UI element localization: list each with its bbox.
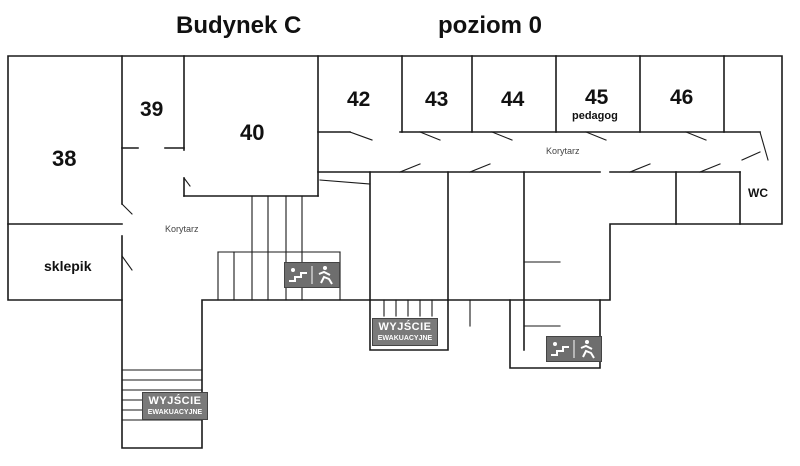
room-45-label: 45 — [585, 86, 609, 109]
level-title: poziom 0 — [438, 12, 543, 39]
wc-label: WC — [748, 186, 768, 200]
room-40-label: 40 — [240, 120, 265, 145]
room-39-label: 39 — [140, 98, 164, 121]
room-43-label: 43 — [425, 88, 449, 111]
corridor-label-east: Korytarz — [546, 146, 580, 156]
room-44-label: 44 — [501, 88, 525, 111]
exit-sign-bottom-left: WYJŚCIE EWAKUACYJNE — [142, 392, 208, 420]
stairs-running-person-icon — [551, 340, 595, 359]
room-38-label: 38 — [52, 146, 77, 171]
stairs-running-person-icon — [289, 266, 333, 285]
exit-sign-center: WYJŚCIE EWAKUACYJNE — [372, 318, 438, 346]
outer-wall — [7, 55, 783, 449]
room-46-label: 46 — [670, 86, 694, 109]
stairs-running-person-icon — [546, 336, 602, 362]
building-title: Budynek C — [176, 12, 302, 39]
stairs-running-person-icon — [284, 262, 340, 288]
room-42-label: 42 — [347, 88, 371, 111]
exit-sign-subtext: EWAKUACYJNE — [147, 409, 203, 416]
room-45-sublabel: pedagog — [572, 110, 618, 122]
shop-label: sklepik — [44, 258, 92, 274]
corridor-label-west: Korytarz — [165, 224, 199, 234]
exit-sign-text: WYJŚCIE — [148, 395, 202, 407]
exit-sign-text: WYJŚCIE — [378, 321, 432, 333]
exit-sign-subtext: EWAKUACYJNE — [377, 335, 433, 342]
